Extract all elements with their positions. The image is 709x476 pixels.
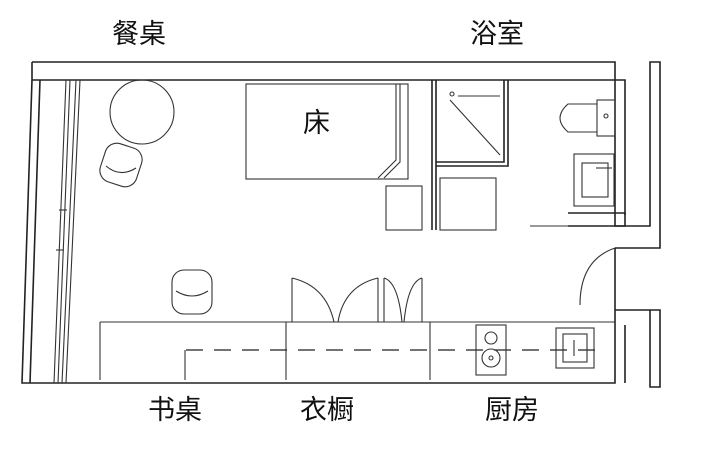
- bathroom-sink: [573, 153, 615, 207]
- wardrobe-label: 衣橱: [300, 395, 354, 426]
- window-strip: [53, 79, 81, 384]
- desk-label: 书桌: [148, 395, 202, 426]
- dining-table-label: 餐桌: [112, 19, 166, 50]
- toilet: [559, 99, 616, 137]
- bathroom-cabinet: [439, 177, 497, 231]
- dining-table: [109, 79, 175, 145]
- bathroom-door: [530, 212, 626, 227]
- entry-door: [579, 247, 616, 310]
- kitchen-sink: [555, 327, 595, 369]
- desk-chair: [171, 269, 213, 315]
- dining-chair: [99, 142, 143, 188]
- bed-label: 床: [303, 108, 330, 139]
- shower: [449, 91, 501, 156]
- bed: 床: [245, 83, 409, 180]
- stove: [475, 324, 507, 376]
- bathroom-label: 浴室: [470, 19, 524, 50]
- outer-walls: [21, 61, 661, 388]
- wardrobe-doors: [291, 277, 423, 323]
- nightstand: [385, 185, 423, 231]
- counter: [99, 321, 615, 380]
- bathroom-walls: [431, 80, 509, 230]
- kitchen-label: 厨房: [485, 395, 539, 426]
